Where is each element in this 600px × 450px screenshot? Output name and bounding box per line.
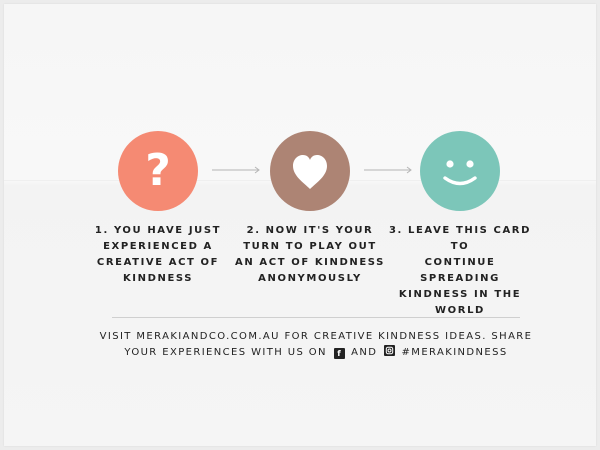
footer-line-2: YOUR EXPERIENCES WITH US ON f AND #MERAK… xyxy=(94,345,538,361)
arrow-right-icon xyxy=(212,166,260,174)
step-3-line: WORLD xyxy=(435,305,485,316)
facebook-icon[interactable]: f xyxy=(333,348,345,359)
footer-divider xyxy=(112,317,520,318)
step-2-line: 2. NOW IT'S YOUR xyxy=(246,225,374,236)
arrow-right-icon xyxy=(364,166,412,174)
step-2-text: 2. NOW IT'S YOUR TURN TO PLAY OUT AN ACT… xyxy=(235,223,385,287)
question-mark-glyph: ? xyxy=(145,145,171,196)
footer-line-2-prefix: YOUR EXPERIENCES WITH US ON xyxy=(124,347,327,358)
footer-line-1: VISIT MERAKIANDCO.COM.AU FOR CREATIVE KI… xyxy=(99,331,533,342)
footer-text: VISIT MERAKIANDCO.COM.AU FOR CREATIVE KI… xyxy=(94,329,538,361)
step-1-line: CREATIVE ACT OF xyxy=(96,257,220,268)
step-1-line: EXPERIENCED A xyxy=(103,241,213,252)
instagram-icon[interactable] xyxy=(383,345,395,356)
smiley-shape xyxy=(443,160,477,186)
smiley-face-icon xyxy=(420,131,500,211)
step-1-text: 1. YOU HAVE JUST EXPERIENCED A CREATIVE … xyxy=(83,223,233,287)
step-3-line: CONTINUE SPREADING xyxy=(420,257,500,284)
kindness-card: ? 1. YOU HAVE JUST EXPERIENCED A CREATIV… xyxy=(4,4,596,446)
step-3-line: 3. LEAVE THIS CARD TO xyxy=(388,225,532,252)
step-2-line: TURN TO PLAY OUT xyxy=(243,241,377,252)
step-1-line: KINDNESS xyxy=(122,273,194,284)
step-2-line: AN ACT OF KINDNESS xyxy=(235,257,385,268)
step-1-line: 1. YOU HAVE JUST xyxy=(94,225,222,236)
hashtag-text: #MERAKINDNESS xyxy=(401,347,508,358)
step-3-text: 3. LEAVE THIS CARD TO CONTINUE SPREADING… xyxy=(385,223,535,319)
heart-shape xyxy=(293,155,327,189)
step-2-line: ANONYMOUSLY xyxy=(258,273,362,284)
heart-icon xyxy=(270,131,350,211)
question-mark-icon: ? xyxy=(118,131,198,211)
step-3-line: KINDNESS IN THE xyxy=(398,289,522,300)
footer-and-text: AND xyxy=(351,347,378,358)
